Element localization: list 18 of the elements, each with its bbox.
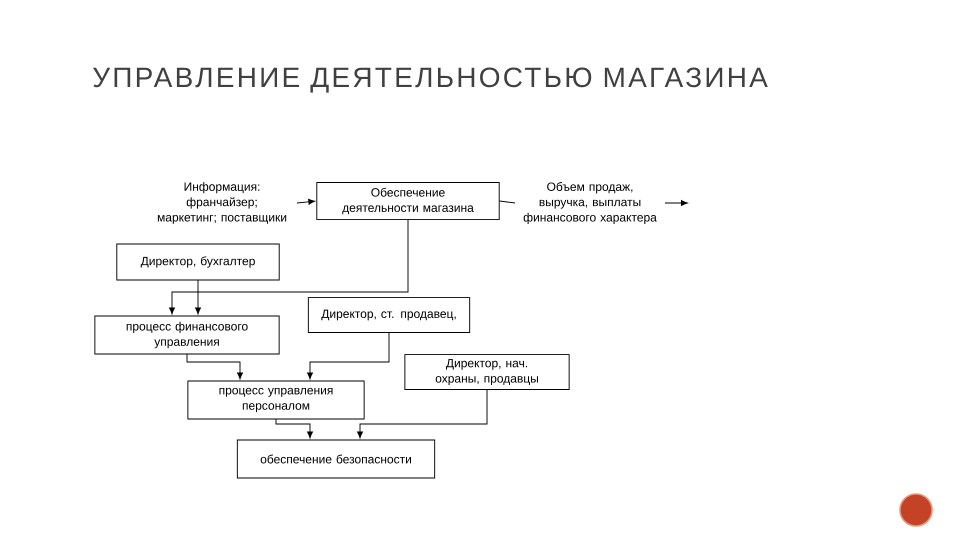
process-box: процесс управления персоналом <box>187 380 365 420</box>
process-box: Обеспечение деятельности магазина <box>316 182 500 220</box>
arrow <box>664 200 688 206</box>
arrow <box>276 419 313 438</box>
arrow <box>307 332 390 380</box>
arrow-label: Объем продаж, выручка, выплаты финансового характера <box>524 182 657 224</box>
process-box: Директор, бухгалтер <box>116 244 280 280</box>
process-box: Директор, нач. охраны, продавцы <box>404 354 570 390</box>
arrow-label: Информация: франчайзер; маркетинг; поставщики <box>158 182 286 224</box>
process-box: обеспечение безопасности <box>236 440 436 478</box>
arrow <box>186 354 243 380</box>
slide-title: УПРАВЛЕНИЕ ДЕЯТЕЛЬНОСТЬЮ МАГАЗИНА <box>93 67 768 93</box>
process-box: Директор, ст. продавец, <box>308 297 470 333</box>
arrow <box>169 220 408 314</box>
process-box: процесс финансового управления <box>94 316 280 354</box>
arrow <box>357 389 488 438</box>
arrow <box>296 198 316 205</box>
arrow <box>195 280 201 314</box>
